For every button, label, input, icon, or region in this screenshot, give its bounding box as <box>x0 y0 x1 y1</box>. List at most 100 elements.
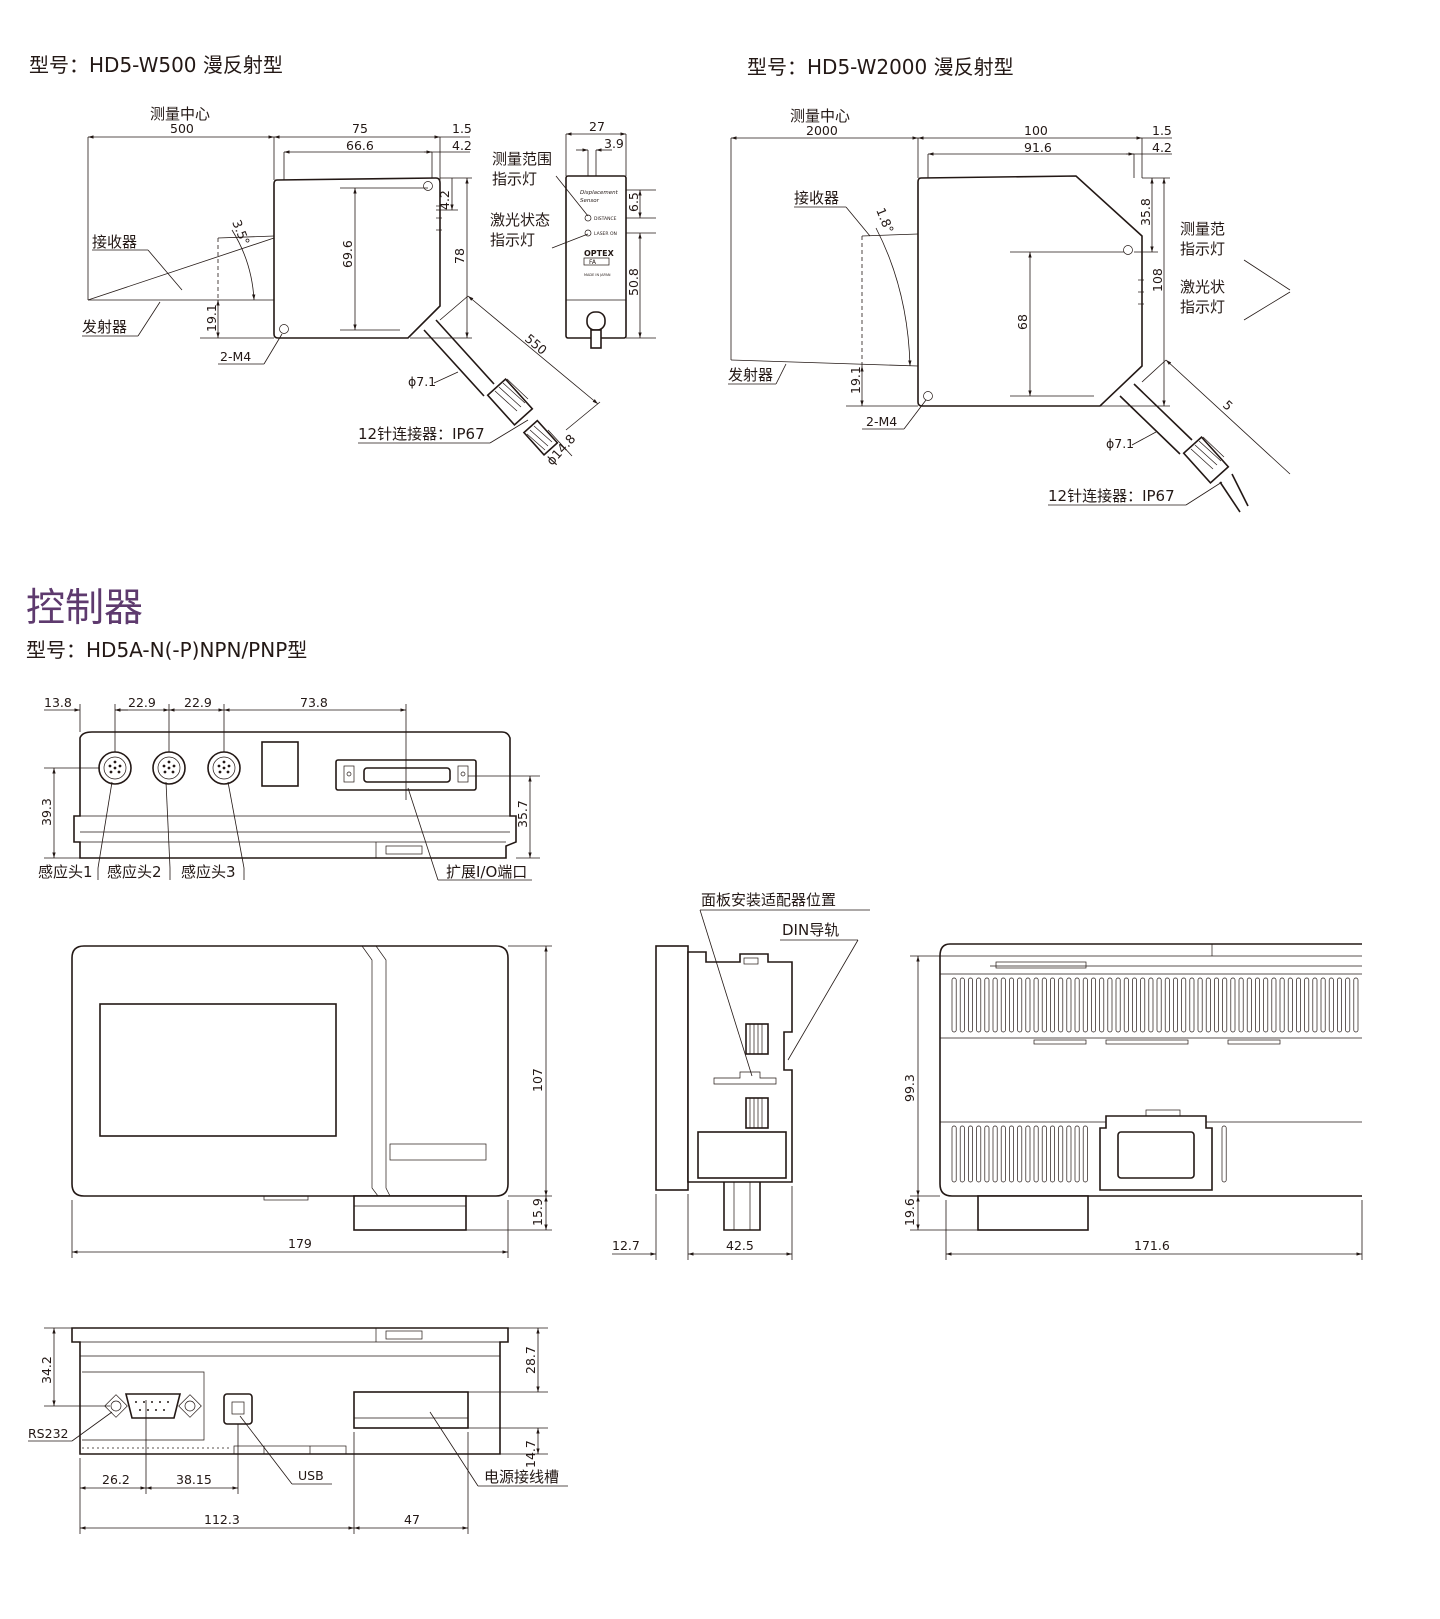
w500-cable-dia: ϕ7.1 <box>408 374 436 389</box>
w2000-mount: 2-M4 <box>866 414 897 429</box>
w2000-cable <box>1119 383 1249 513</box>
w2000-connector: 12针连接器：IP67 <box>1048 487 1175 505</box>
sensor-port-3-icon <box>207 751 241 785</box>
ctrl-bottom-28-7: 28.7 <box>523 1346 538 1374</box>
ctrl-top-view: 13.8 22.9 22.9 73.8 39.3 35.7 感应头1 感应头2 … <box>38 695 540 881</box>
ctrl-back-171-6: 171.6 <box>1134 1238 1170 1253</box>
w2000-emitter: 发射器 <box>728 366 773 384</box>
w500-side-27: 27 <box>589 119 605 134</box>
svg-text:DISTANCE: DISTANCE <box>594 216 617 222</box>
w500-side-6-5: 6.5 <box>626 192 641 212</box>
w500-sensor-body <box>273 177 441 339</box>
w2000-dim-100: 100 <box>1024 123 1048 138</box>
sensor-port-1-icon <box>98 751 132 785</box>
ctrl-back-99-3: 99.3 <box>902 1074 917 1102</box>
w500-range-led-1: 测量范围 <box>492 150 552 168</box>
w500-center-label: 测量中心 <box>150 105 210 123</box>
ctrl-back-19-6: 19.6 <box>902 1198 917 1226</box>
w2000-range-led-1: 测量范 <box>1180 220 1225 238</box>
sensor-port-2-icon <box>152 751 186 785</box>
svg-text:Sensor: Sensor <box>580 198 600 204</box>
ctrl-bottom-34-2: 34.2 <box>39 1356 54 1384</box>
w2000-receiver: 接收器 <box>794 189 839 207</box>
ctrl-side-view: 面板安装适配器位置 DIN导轨 12.7 42.5 <box>612 891 870 1260</box>
heading-controller-model: 型号：HD5A-N(-P)NPN/PNP型 <box>26 638 308 662</box>
ctrl-usb: USB <box>298 1468 324 1483</box>
ctrl-head2: 感应头2 <box>107 863 162 881</box>
w500-mount-hole-top <box>423 181 433 191</box>
w2000-cable-len: 5 <box>1220 397 1236 413</box>
w2000-dim-4-2: 4.2 <box>1152 140 1172 155</box>
ctrl-back-vent-slots <box>951 977 1359 1183</box>
svg-text:LASER ON: LASER ON <box>594 231 617 237</box>
w500-dim-1-5: 1.5 <box>452 121 472 136</box>
w2000-dim-68: 68 <box>1015 314 1030 330</box>
w500-dim-66-6: 66.6 <box>346 138 374 153</box>
ctrl-display-window <box>99 1003 337 1137</box>
svg-text:MADE IN JAPAN: MADE IN JAPAN <box>584 273 611 277</box>
controller-section-title: 控制器 <box>26 586 144 631</box>
ctrl-rs232: RS232 <box>28 1426 68 1441</box>
ctrl-bottom-38-15: 38.15 <box>176 1472 212 1487</box>
svg-text:FA: FA <box>589 259 597 266</box>
w500-emitter: 发射器 <box>82 318 127 336</box>
w500-receiver: 接收器 <box>92 233 137 251</box>
w2000-center-label: 测量中心 <box>790 107 850 125</box>
ctrl-bottom-112-3: 112.3 <box>204 1512 240 1527</box>
w500-dim-78: 78 <box>452 248 467 264</box>
w500-dim-75: 75 <box>352 121 368 136</box>
heading-w500: 型号：HD5-W500 漫反射型 <box>29 53 283 77</box>
ctrl-power: 电源接线槽 <box>484 1468 559 1486</box>
ctrl-front-view: 107 15.9 179 <box>71 945 552 1258</box>
w2000-dim-19-1: 19.1 <box>848 366 863 394</box>
ctrl-side-12-7: 12.7 <box>612 1238 640 1253</box>
w500-center-value: 500 <box>170 121 194 136</box>
ctrl-io-port: 扩展I/O端口 <box>446 863 527 881</box>
ctrl-head1: 感应头1 <box>38 863 93 881</box>
ctrl-top-73-8: 73.8 <box>300 695 328 710</box>
w500-laser-led-1: 激光状态 <box>490 211 550 229</box>
w500-dim-19-1: 19.1 <box>204 304 219 332</box>
usb-port-icon <box>223 1393 253 1425</box>
w500-laser-led-2: 指示灯 <box>490 231 535 249</box>
w2000-dim-108: 108 <box>1150 268 1165 292</box>
ctrl-side-39-3: 39.3 <box>39 798 54 826</box>
rs232-port-icon <box>104 1393 202 1419</box>
w2000-laser-led-1: 激光状 <box>1180 278 1225 296</box>
w2000-dim-91-6: 91.6 <box>1024 140 1052 155</box>
w500-range-led-2: 指示灯 <box>492 170 537 188</box>
w500-cable-len: 550 <box>522 331 550 358</box>
w500-mount-hole-bottom <box>279 324 289 334</box>
w2000-laser-led-2: 指示灯 <box>1180 298 1225 316</box>
w2000-angle: 1.8° <box>873 206 897 236</box>
ctrl-din-rail: DIN导轨 <box>782 921 839 939</box>
w2000-cable-dia: ϕ7.1 <box>1106 436 1134 451</box>
ctrl-bottom-14-7: 14.7 <box>523 1440 538 1468</box>
w500-side-3-9: 3.9 <box>604 136 624 151</box>
ctrl-bottom-47: 47 <box>404 1512 420 1527</box>
w500-dim-69-6: 69.6 <box>340 240 355 268</box>
w500-dim-4-2a: 4.2 <box>452 138 472 153</box>
w2000-center-value: 2000 <box>806 123 838 138</box>
ctrl-top-13-8: 13.8 <box>44 695 72 710</box>
w2000-range-led-2: 指示灯 <box>1180 240 1225 258</box>
ctrl-top-22-9a: 22.9 <box>128 695 156 710</box>
heading-w2000: 型号：HD5-W2000 漫反射型 <box>747 55 1014 79</box>
svg-text:Displacement: Displacement <box>580 190 619 196</box>
ctrl-panel-adapter: 面板安装适配器位置 <box>701 891 836 909</box>
w500-angle: 3.5° <box>229 218 253 248</box>
w2000-dim-1-5: 1.5 <box>1152 123 1172 138</box>
ctrl-front-15-9: 15.9 <box>530 1198 545 1226</box>
w2000-dim-35-8: 35.8 <box>1138 198 1153 226</box>
ctrl-back-view: 99.3 19.6 171.6 <box>902 943 1363 1260</box>
w500-drawing: 测量中心 500 75 66.6 1.5 4.2 69.6 78 4.2 19.… <box>82 105 656 468</box>
svg-text:OPTEX: OPTEX <box>584 249 615 258</box>
w500-mount: 2-M4 <box>220 349 251 364</box>
ctrl-front-107: 107 <box>530 1068 545 1092</box>
ctrl-head3: 感应头3 <box>181 863 236 881</box>
w2000-mount-hole-top <box>1123 245 1133 255</box>
w500-dim-4-2b: 4.2 <box>437 190 452 210</box>
w500-connector: 12针连接器：IP67 <box>358 425 485 443</box>
ctrl-side-35-7: 35.7 <box>515 800 530 828</box>
